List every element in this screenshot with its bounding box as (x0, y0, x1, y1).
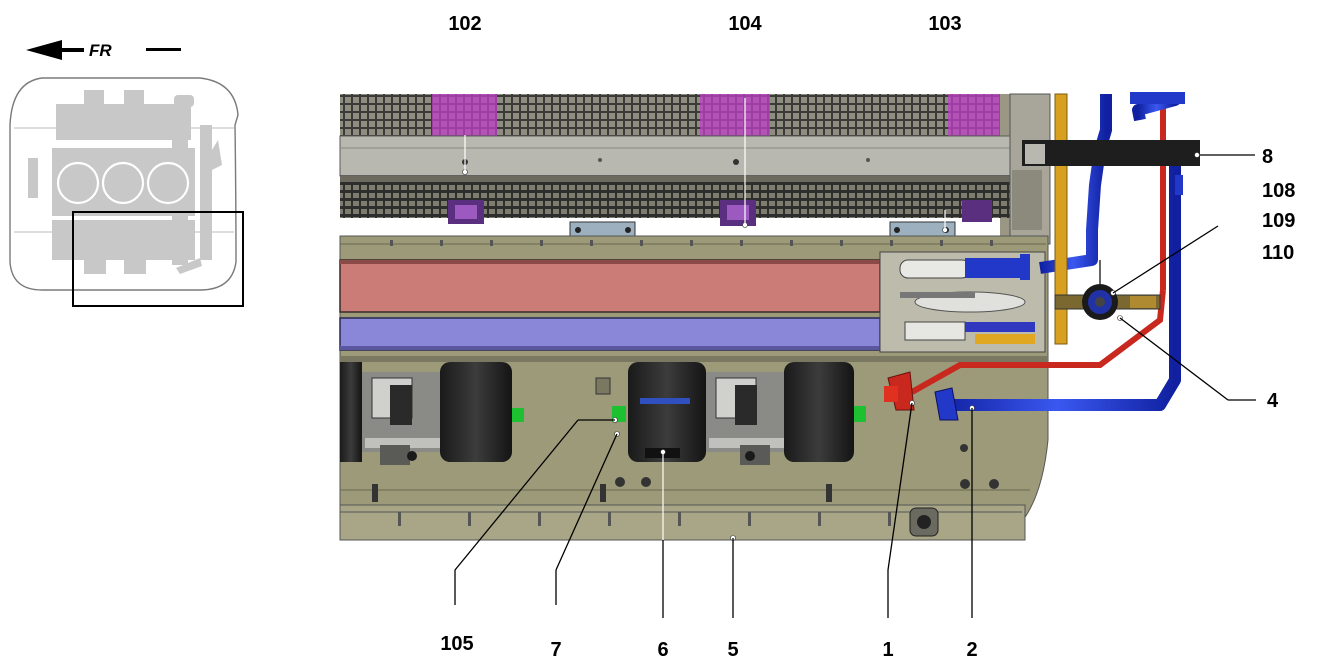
callout-5: 5 (727, 639, 738, 661)
blue-valve (934, 387, 959, 421)
callout-108: 108 (1262, 180, 1295, 202)
magenta-block-mid (700, 94, 770, 136)
callout-labels: 102 104 103 8 108 109 110 4 105 7 6 5 1 … (440, 13, 1295, 661)
vehicle-outline (9, 77, 239, 291)
callout-103: 103 (928, 13, 961, 35)
cylinders-icon (56, 161, 190, 205)
lower-grille (340, 180, 1010, 218)
locator-inset: FR (9, 40, 244, 307)
callout-110: 110 (1262, 242, 1294, 264)
red-pipe (910, 94, 1166, 395)
callout-7: 7 (550, 639, 561, 661)
blower-motor-center (706, 372, 786, 465)
callout-2: 2 (966, 639, 977, 661)
salmon-tube (339, 259, 881, 313)
front-direction-label: FR (89, 41, 112, 60)
blower-center-a (628, 362, 706, 462)
blower-left-b (440, 362, 512, 462)
callout-8: 8 (1262, 146, 1273, 168)
bracket-left (448, 200, 484, 224)
front-arrow-icon (26, 40, 181, 60)
callout-109: 109 (1262, 210, 1295, 232)
callout-6: 6 (657, 639, 668, 661)
callout-104: 104 (728, 13, 762, 35)
leader-lines (454, 98, 1256, 618)
blower-motor-left (362, 372, 442, 465)
panel-screws (372, 444, 999, 502)
magenta-block-right (948, 94, 1000, 136)
red-valve (884, 371, 915, 411)
magenta-block-left (432, 94, 497, 136)
upper-beam (339, 135, 1021, 177)
expansion-valve (1054, 260, 1161, 320)
hvac-assembly (339, 92, 1200, 541)
blower-left-a (340, 362, 362, 462)
callout-102: 102 (448, 13, 481, 35)
callout-1: 1 (882, 639, 893, 661)
bracket-right (962, 200, 992, 222)
small-box (595, 377, 611, 395)
view-area-frame (72, 211, 244, 307)
callout-105: 105 (440, 633, 473, 655)
callout-4: 4 (1267, 390, 1279, 412)
lavender-tube (339, 317, 881, 351)
bracket-mid (720, 200, 756, 226)
top-bracket (1022, 140, 1200, 166)
blower-center-b (784, 362, 854, 462)
engine-block (28, 90, 222, 274)
